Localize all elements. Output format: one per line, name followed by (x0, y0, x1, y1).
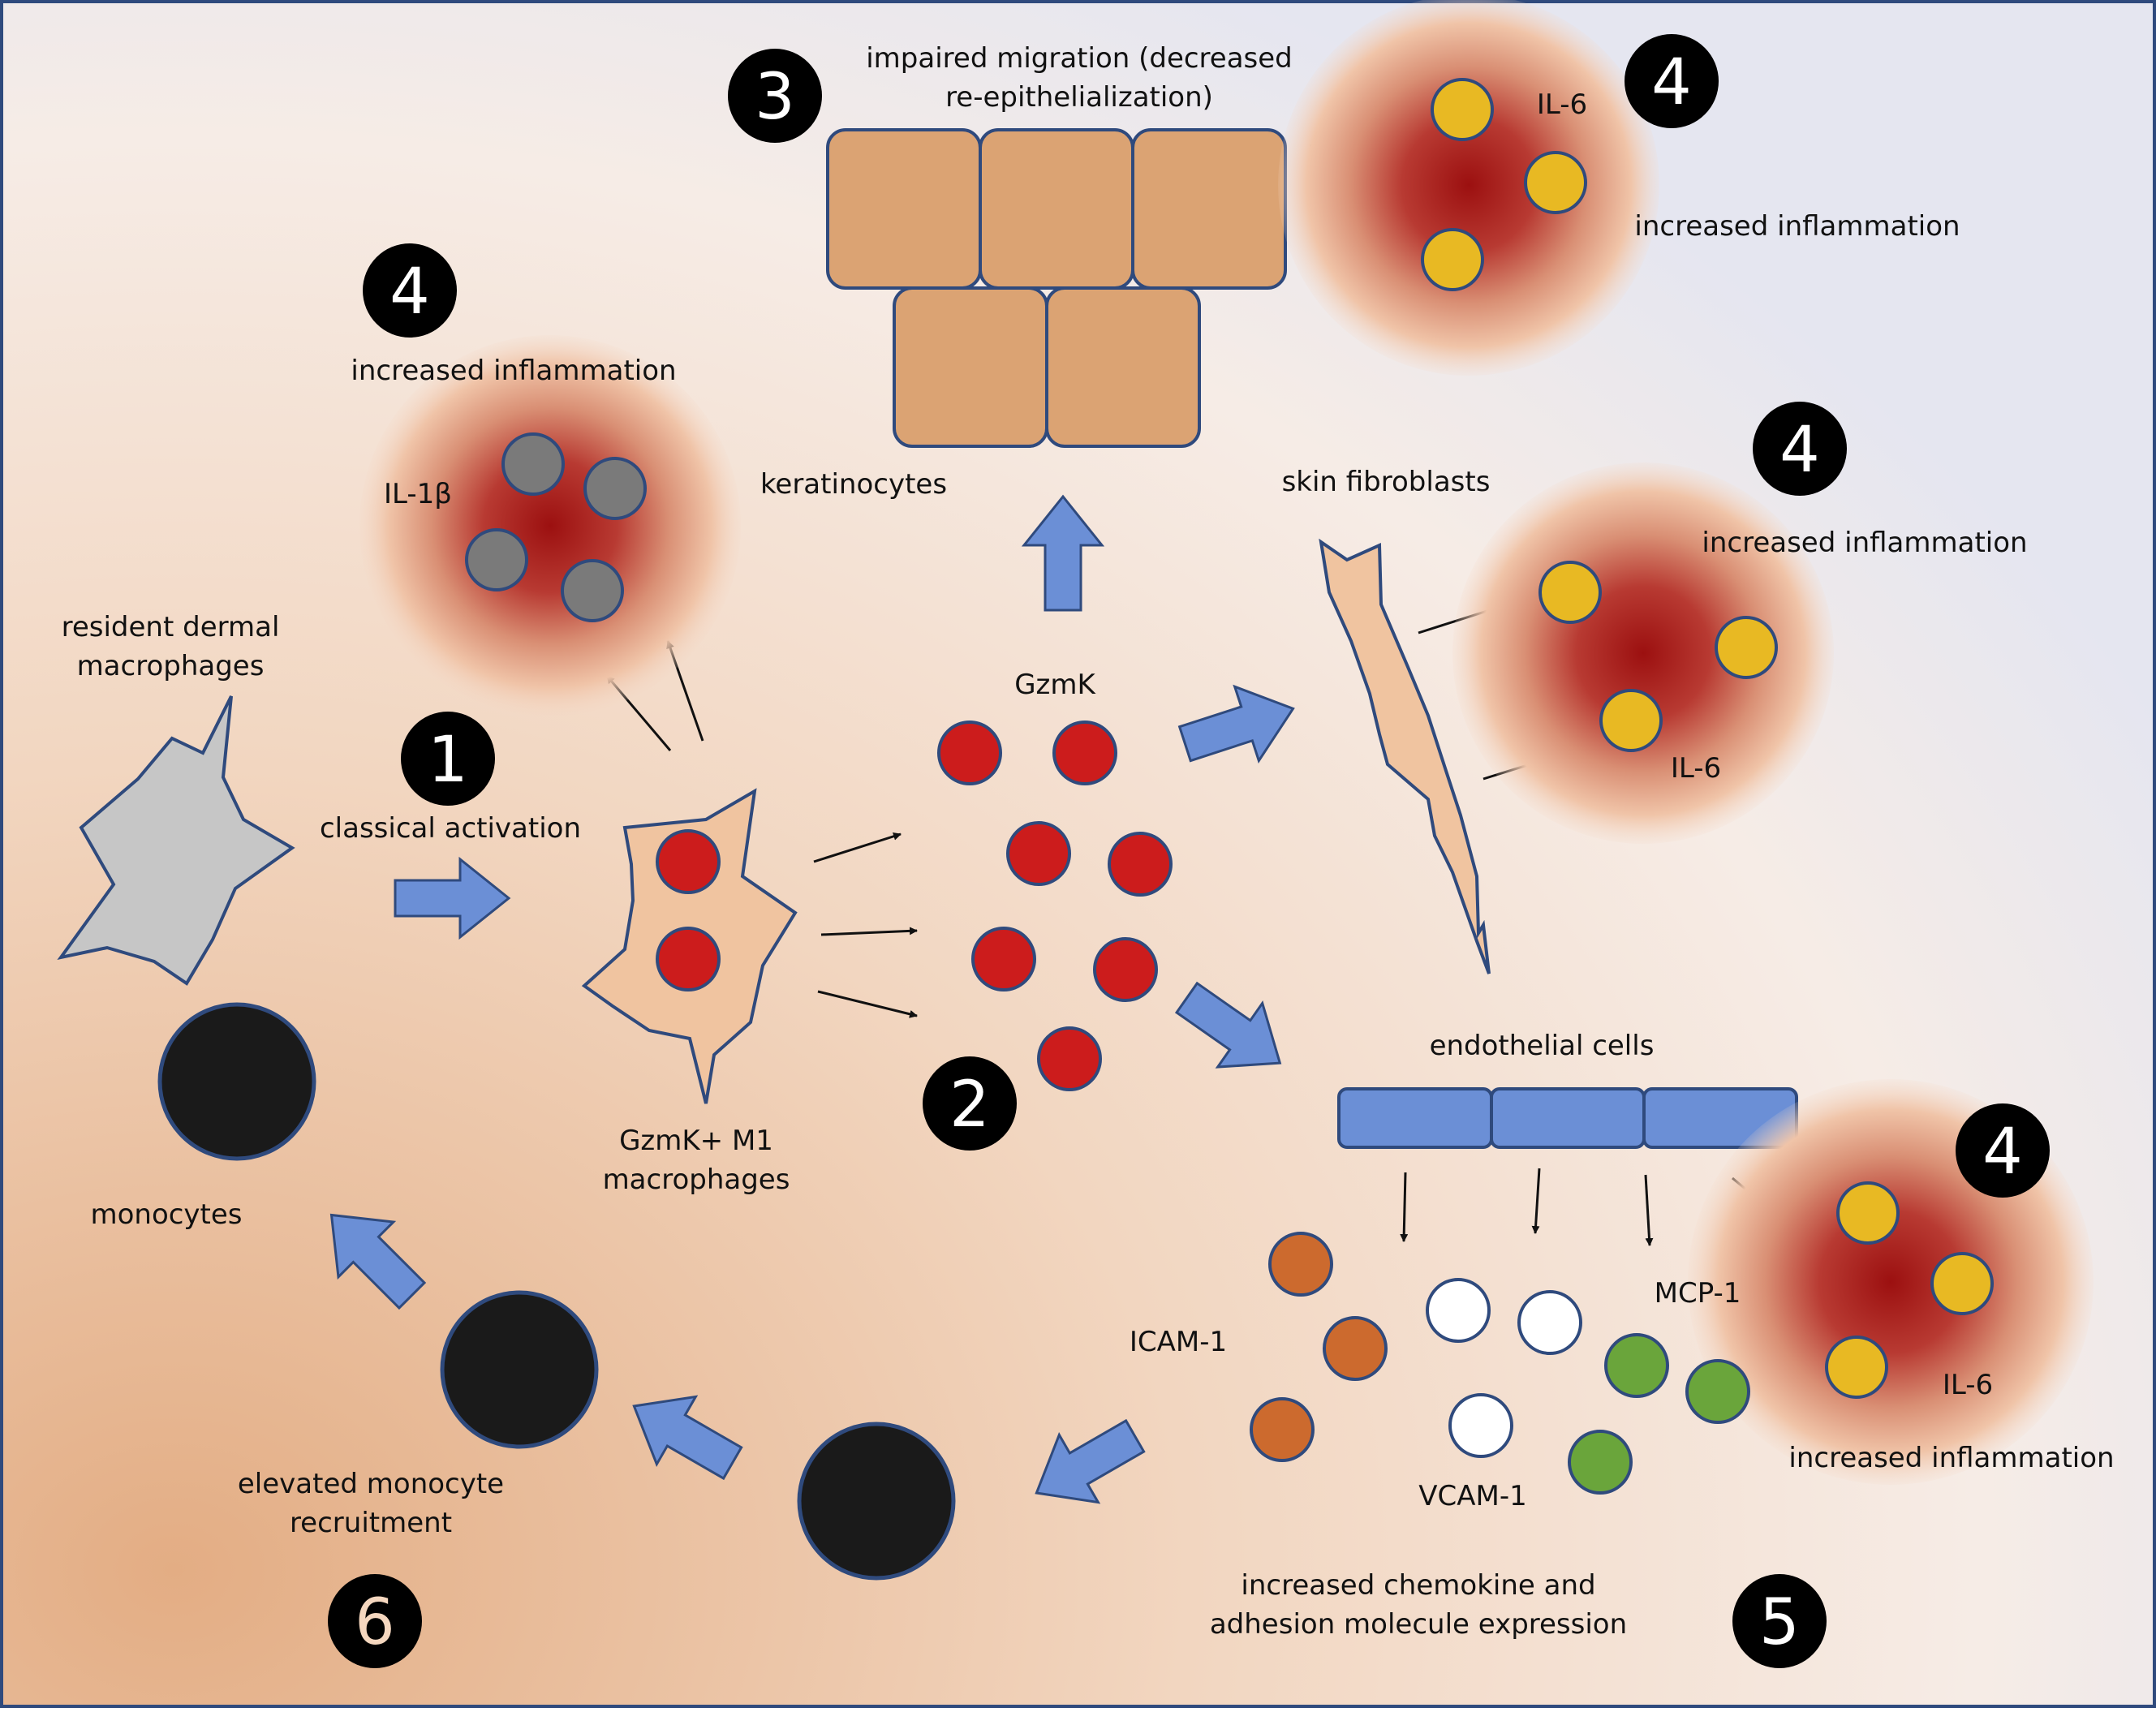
il6-molecule (1836, 1181, 1900, 1245)
step-3-number: 3 (755, 61, 795, 134)
step-2-badge (923, 1056, 1017, 1151)
step-4-badge (1956, 1103, 2050, 1198)
il6-label-endothelial: IL-6 (1943, 1369, 1993, 1401)
il6-label-keratinocyte: IL-6 (1537, 88, 1587, 121)
step-5-number: 5 (1759, 1586, 1800, 1659)
endothelial-cell (1337, 1087, 1493, 1149)
gzmk-molecule (937, 721, 1002, 785)
icam1-molecule (1268, 1232, 1333, 1297)
resident-macrophages-label-line2: macrophages (77, 650, 265, 682)
step-6-badge (328, 1574, 422, 1668)
chemokine-label-line1: increased chemokine and (1241, 1569, 1595, 1602)
arrow-to-gzmk (813, 832, 902, 863)
inflammation-halo-keratinocyte (1278, 0, 1659, 376)
il1b-label: IL-1β (384, 478, 452, 510)
classical-activation-label: classical activation (320, 812, 581, 845)
step-4-badge (1753, 402, 1847, 496)
inflammation-heading-keratinocyte: increased inflammation (1634, 210, 1960, 243)
step-1-badge (401, 712, 495, 806)
step-4-number: 4 (1982, 1116, 2023, 1189)
icam1-molecule (1323, 1316, 1388, 1381)
arrow-down (1400, 1172, 1409, 1242)
gzmk-molecule (1052, 721, 1117, 785)
inflammation-halo-fibroblast (1452, 462, 1834, 844)
il6-label-fibroblast: IL-6 (1671, 752, 1721, 785)
step-4-number: 4 (389, 256, 430, 329)
il6-molecule (1930, 1252, 1994, 1315)
endothelial-cell (1490, 1087, 1646, 1149)
il1b-molecule (465, 528, 528, 591)
il6-molecule (1431, 78, 1494, 141)
inflammation-heading-endothelial: increased inflammation (1788, 1442, 2114, 1474)
monocyte (157, 1002, 316, 1161)
resident-macrophages-label-line1: resident dermal (62, 611, 280, 643)
mcp1-molecule (1685, 1359, 1750, 1424)
step-4-badge (363, 243, 457, 338)
elevated-recruitment-label-line2: recruitment (290, 1507, 452, 1539)
monocyte (440, 1290, 599, 1449)
il6-molecule (1538, 561, 1602, 624)
arrow-down (1644, 1174, 1654, 1246)
mcp1-molecule (1604, 1333, 1669, 1398)
il6-molecule (1715, 616, 1778, 679)
impaired-migration-label-line2: re-epithelialization) (945, 81, 1213, 114)
impaired-migration-label-line1: impaired migration (decreased (866, 42, 1293, 75)
gzmk-molecule (1037, 1026, 1102, 1091)
arrow-down (1531, 1168, 1541, 1234)
gzmk-label: GzmK (1014, 669, 1096, 701)
gzmk-molecule (1006, 821, 1071, 886)
resident-macrophage-cell (57, 695, 295, 986)
keratinocyte-cell (893, 286, 1048, 448)
step-4-number: 4 (1779, 414, 1820, 487)
monocytes-label: monocytes (90, 1198, 242, 1231)
vcam1-molecule (1448, 1393, 1513, 1458)
step-6-number: 6 (355, 1586, 395, 1659)
il6-molecule (1825, 1336, 1888, 1399)
step-2-number: 2 (949, 1069, 990, 1142)
vcam1-molecule (1426, 1278, 1491, 1343)
gzmk-molecule (1093, 937, 1158, 1002)
gzmk-m1-label-line1: GzmK+ M1 (619, 1125, 773, 1157)
gzmk-granule (656, 829, 721, 894)
keratinocyte-cell (826, 128, 982, 290)
mcp1-molecule (1568, 1430, 1633, 1495)
keratinocyte-cell (979, 128, 1134, 290)
gzmk-m1-label-line2: macrophages (603, 1164, 790, 1196)
vcam1-molecule (1517, 1290, 1582, 1355)
skin-fibroblasts-label: skin fibroblasts (1282, 466, 1491, 498)
il1b-molecule (583, 457, 647, 520)
elevated-recruitment-label-line1: elevated monocyte (238, 1468, 504, 1500)
gzmk-granule (656, 927, 721, 991)
vcam1-label: VCAM-1 (1418, 1480, 1527, 1512)
icam1-label: ICAM-1 (1130, 1326, 1227, 1358)
mcp1-label: MCP-1 (1655, 1277, 1741, 1310)
il6-molecule (1421, 228, 1484, 291)
gzmk-molecule (1108, 832, 1173, 897)
inflammation-halo-macrophage (359, 335, 741, 716)
step-1-number: 1 (428, 724, 468, 797)
inflammation-heading-macrophage: increased inflammation (351, 355, 676, 387)
inflammation-heading-fibroblast: increased inflammation (1702, 527, 2027, 559)
endothelial-cells-label: endothelial cells (1430, 1030, 1655, 1062)
monocyte (797, 1422, 956, 1581)
chemokine-label-line2: adhesion molecule expression (1210, 1608, 1627, 1641)
gzmk-molecule (971, 927, 1036, 991)
step-4-badge (1625, 34, 1719, 128)
keratinocytes-label: keratinocytes (760, 468, 947, 501)
arrow-to-gzmk (820, 927, 918, 936)
keratinocyte-cell (1045, 286, 1201, 448)
il1b-molecule (501, 432, 565, 496)
step-3-badge (728, 49, 822, 143)
il6-molecule (1524, 151, 1587, 214)
icam1-molecule (1250, 1397, 1315, 1462)
skin-fibroblast-cell (1319, 538, 1491, 974)
step-4-number: 4 (1651, 46, 1692, 119)
keratinocyte-cell (1131, 128, 1287, 290)
step-5-badge (1732, 1574, 1827, 1668)
arrow-to-gzmk (817, 990, 918, 1018)
il1b-molecule (561, 559, 624, 622)
il6-molecule (1599, 689, 1663, 752)
